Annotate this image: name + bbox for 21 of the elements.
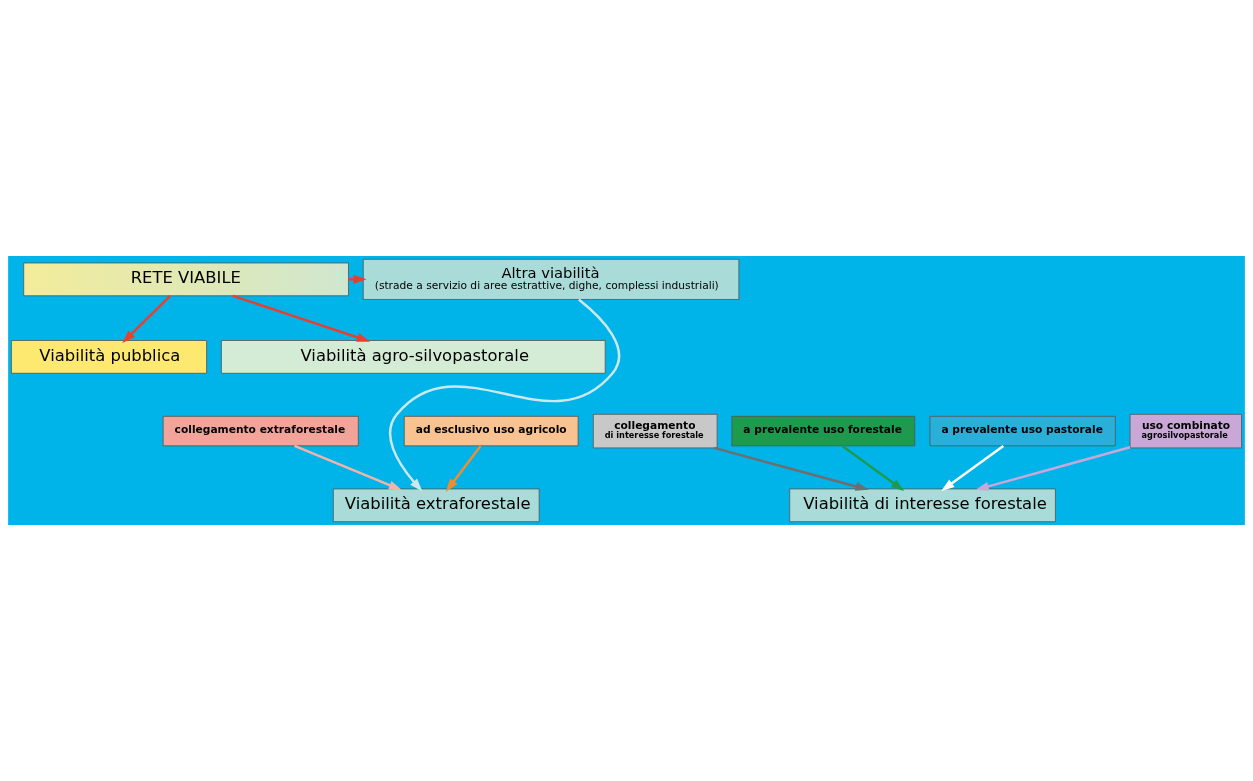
node-box: Viabilità agro-silvopastorale (220, 340, 606, 374)
node-box: Altra viabilità (strade a servizio di aree estrattive, dighe, complessi industriali) (362, 258, 740, 300)
arrow (389, 298, 621, 492)
node-box: ad esclusivo uso agricolo (403, 415, 579, 447)
node-box: a prevalente uso forestale (731, 415, 916, 447)
node-box: a prevalente uso pastorale (929, 415, 1116, 447)
arrow (445, 445, 482, 492)
node-box: RETE VIABILE (23, 262, 349, 297)
node-box: collegamento extraforestale (162, 415, 359, 447)
node-box: uso combinato agrosilvopastorale (1129, 413, 1242, 449)
arrow (122, 295, 171, 343)
arrow (232, 294, 371, 342)
node-box: Viabilità extraforestale (332, 488, 540, 523)
node-box: collegamento di interesse forestale (592, 413, 718, 449)
arrow (975, 446, 1131, 491)
arrow (713, 446, 869, 491)
arrow (294, 444, 402, 491)
node-box: Viabilità di interesse forestale (789, 488, 1056, 523)
arrow (841, 444, 905, 491)
arrow (941, 444, 1005, 491)
node-box: Viabilità pubblica (11, 340, 207, 374)
